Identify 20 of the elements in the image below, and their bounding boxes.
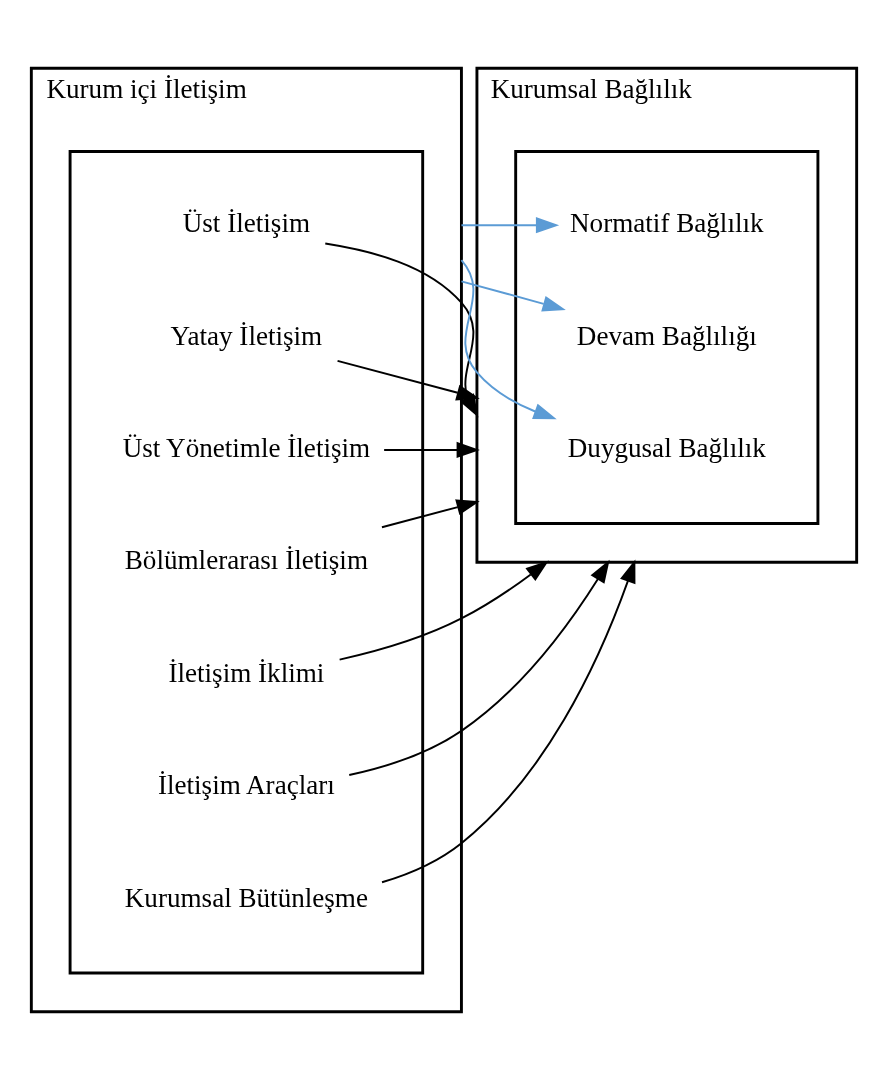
- node-text: Bölümlerarası İletişim: [124, 544, 368, 575]
- arrow: [338, 560, 549, 661]
- cluster: [68, 149, 425, 974]
- node-text: Normatif Bağlılık: [570, 207, 764, 238]
- arrow: [460, 279, 566, 312]
- arrow: [348, 559, 610, 776]
- node-text: Yatay İletişim: [170, 320, 323, 351]
- node-text: İletişim İklimi: [168, 657, 325, 688]
- arrow: [460, 216, 560, 233]
- node-text: Üst İletişim: [182, 207, 311, 238]
- node-text: Devam Bağlılığı: [576, 320, 757, 351]
- node-text: Kurumsal Bütünleşme: [124, 882, 368, 913]
- arrow: [383, 441, 480, 458]
- arrow: [381, 498, 480, 528]
- arrow: [381, 559, 636, 883]
- node-text: Duygusal Bağlılık: [567, 432, 766, 463]
- node-text: Üst Yönetimle İletişim: [122, 432, 371, 463]
- cluster: [514, 149, 820, 525]
- arrow: [336, 359, 480, 400]
- node-text: İletişim Araçları: [157, 769, 335, 800]
